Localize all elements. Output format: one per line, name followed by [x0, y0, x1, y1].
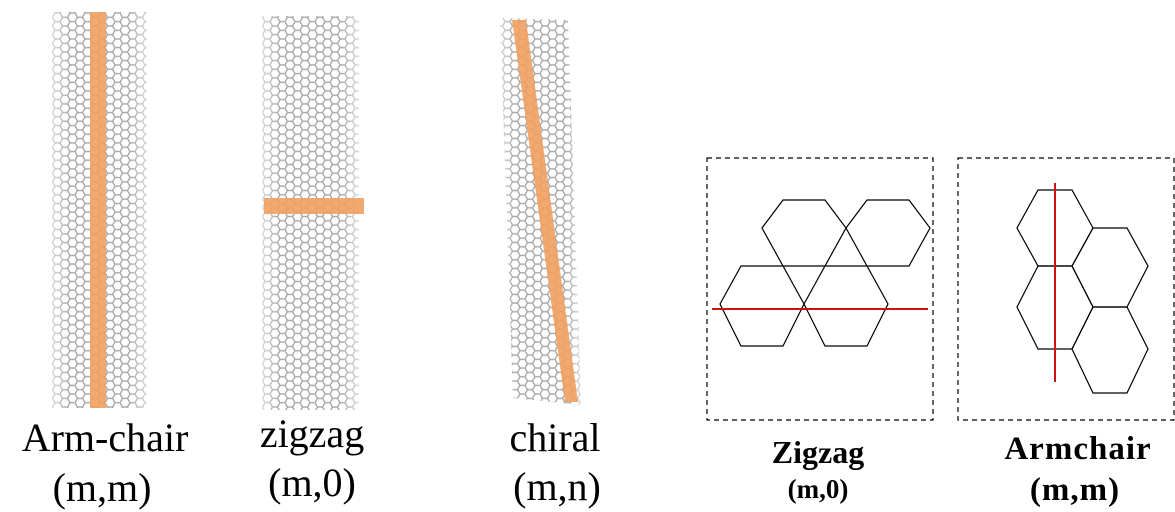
armchair-panel-box	[957, 157, 1175, 421]
armchair-hexagons	[1016, 189, 1149, 394]
armchair-stripe	[90, 12, 106, 408]
zigzag-tube	[262, 16, 364, 410]
zigzag-label: zigzag	[259, 411, 365, 456]
armchair-panel-index: (m,m)	[1029, 472, 1121, 508]
chiral-stripe	[512, 20, 578, 402]
zigzag-panel-box	[706, 157, 934, 421]
zigzag-hexagons	[719, 199, 931, 347]
chiral-index: (m,n)	[513, 464, 601, 509]
chiral-tube	[500, 18, 581, 405]
zigzag-panel-index: (m,0)	[787, 474, 849, 504]
chiral-label: chiral	[509, 415, 601, 460]
armchair-index: (m,m)	[52, 465, 152, 510]
zigzag-index: (m,0)	[268, 460, 356, 505]
armchair-panel-label: Armchair	[1004, 431, 1152, 467]
armchair-tube	[52, 12, 147, 408]
zigzag-stripe	[264, 198, 364, 214]
armchair-label: Arm-chair	[21, 415, 189, 460]
zigzag-panel-label: Zigzag	[771, 434, 865, 470]
